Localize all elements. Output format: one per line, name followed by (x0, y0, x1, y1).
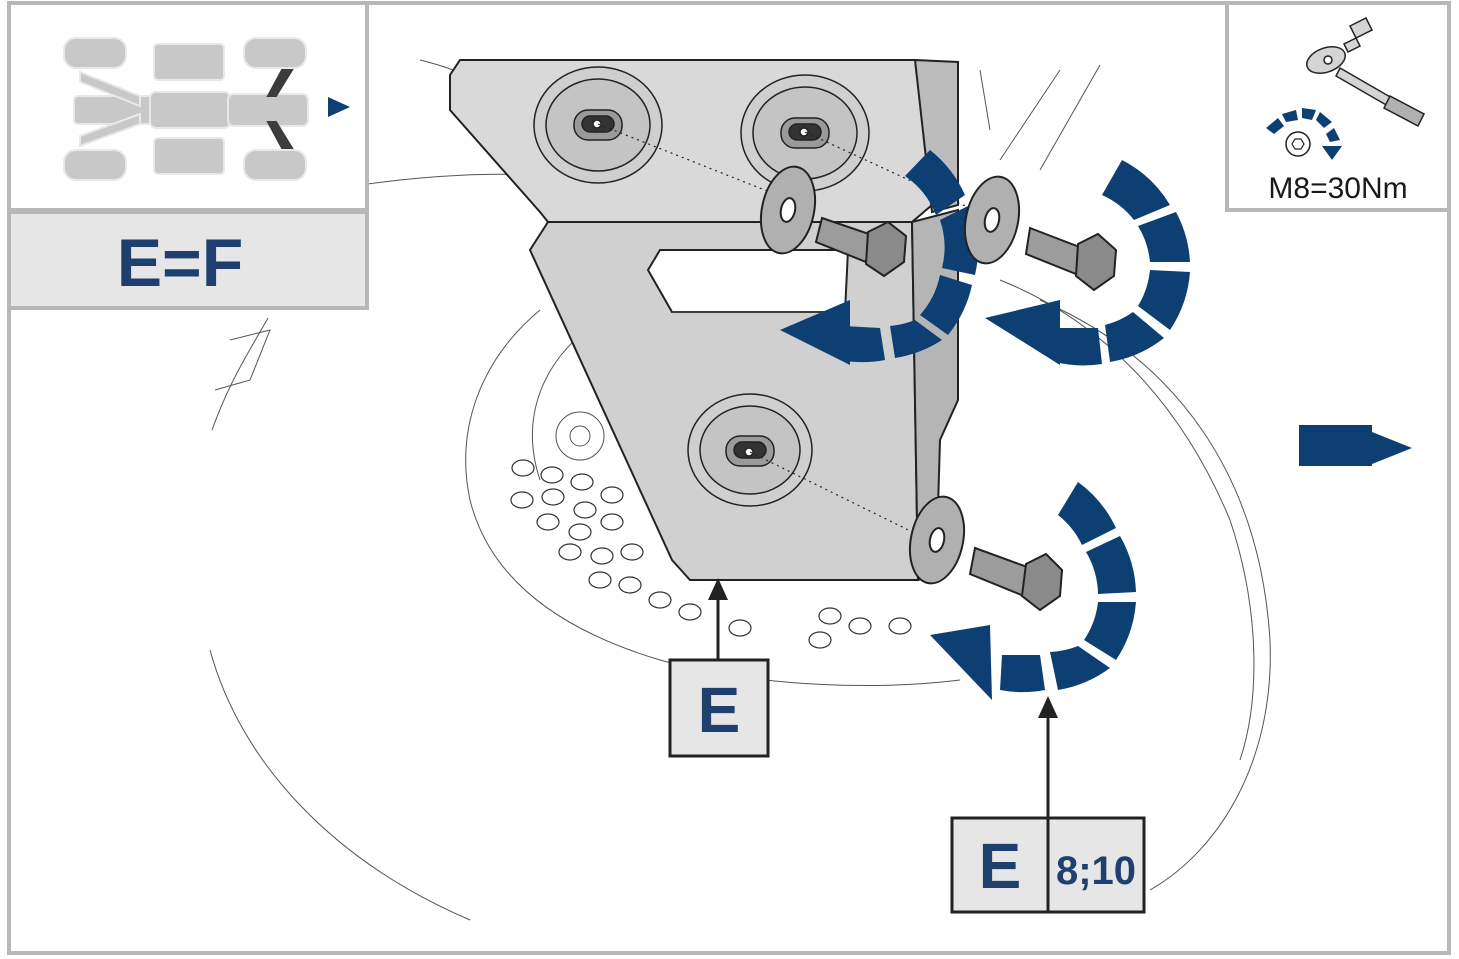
tighten-arrow-2 (985, 160, 1190, 366)
washers-and-bolts (759, 165, 1118, 612)
torque-panel: M8=30Nm (1225, 1, 1451, 212)
bolt-2 (1024, 226, 1118, 292)
callout-part-e: E (668, 578, 770, 758)
washer-1 (759, 165, 817, 255)
grommet-upper-left (533, 66, 663, 184)
tighten-arrow-3 (930, 482, 1136, 700)
atv-top-view-icon (63, 37, 309, 181)
equivalence-panel: E=F (7, 210, 369, 310)
direction-marker-icon (328, 97, 350, 117)
bolt-3 (968, 546, 1064, 612)
callout-arrow-head (708, 578, 728, 600)
equivalence-label: E=F (117, 225, 244, 301)
washer-3 (908, 495, 966, 585)
ratchet-wrench-icon (1306, 16, 1425, 128)
vehicle-view-panel (7, 1, 369, 212)
torque-spec-label: M8=30Nm (1268, 172, 1407, 205)
callout-part-label: E (698, 674, 741, 746)
forward-arrow-icon (1299, 425, 1412, 466)
grommet-lower (687, 393, 813, 507)
callout-bolt-quantity: 8;10 (1056, 849, 1136, 893)
outer-frame (7, 1, 1451, 955)
callout-bolt-e: E 8;10 (950, 696, 1146, 914)
callout-bolt-label: E (979, 830, 1022, 902)
tighten-clockwise-icon (1266, 108, 1342, 160)
brake-disc-holes (510, 459, 912, 649)
bolt-1 (814, 216, 908, 278)
washer-2 (963, 175, 1021, 265)
callout-arrow-head (1038, 696, 1058, 718)
